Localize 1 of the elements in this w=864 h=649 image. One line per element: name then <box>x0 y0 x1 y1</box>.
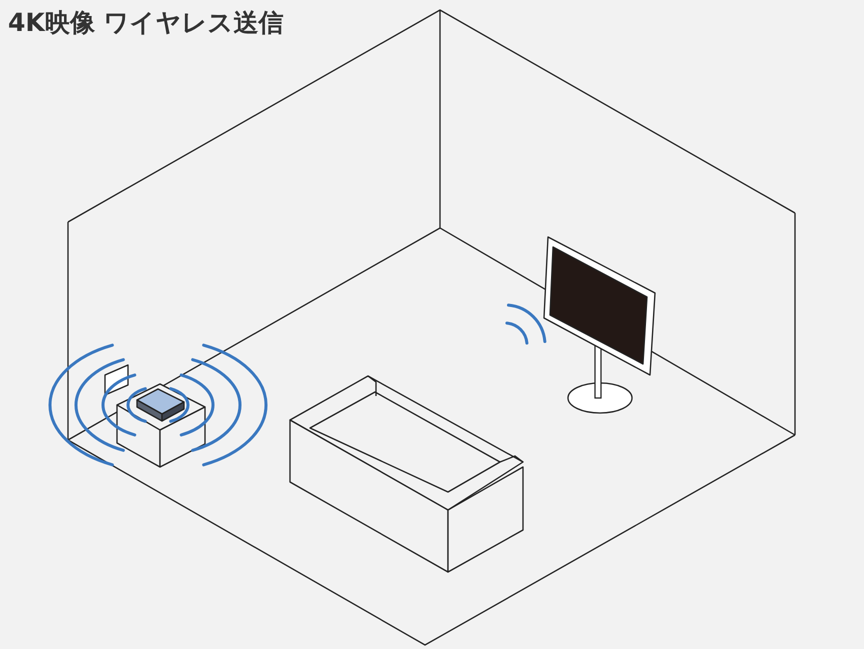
title: 4K映像 ワイヤレス送信 <box>8 7 284 39</box>
